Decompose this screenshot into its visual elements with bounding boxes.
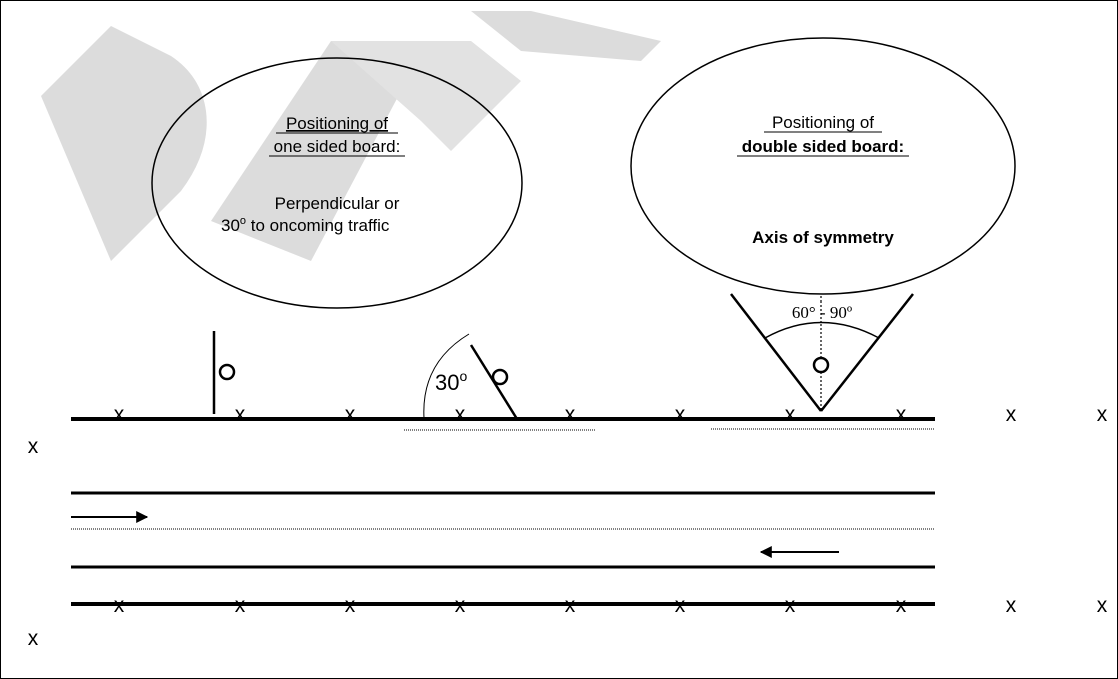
board-circle-icon bbox=[218, 363, 236, 381]
x-marker: x bbox=[565, 403, 576, 426]
one-sided-body-1: Perpendicular or bbox=[275, 194, 400, 213]
thirty-degree-board: 30o bbox=[423, 333, 519, 420]
x-marker: x bbox=[235, 594, 246, 617]
x-marker: x bbox=[896, 403, 907, 426]
x-marker: x bbox=[675, 403, 686, 426]
x-marker: x bbox=[455, 403, 466, 426]
x-marker: x bbox=[1006, 594, 1017, 617]
x-marker: x bbox=[28, 435, 39, 458]
x-marker: x bbox=[675, 594, 686, 617]
one-sided-board-bubble: Positioning of one sided board: Perpendi… bbox=[151, 57, 523, 309]
x-markers: x x x x x x x x x x x x x x x x x x x x … bbox=[28, 403, 1108, 650]
x-marker: x bbox=[235, 403, 246, 426]
x-marker: x bbox=[114, 403, 125, 426]
x-marker: x bbox=[1006, 403, 1017, 426]
v-angle-label: 60° - 90º bbox=[792, 303, 852, 322]
thirty-degree-label: 30o bbox=[435, 368, 467, 395]
x-marker: x bbox=[565, 594, 576, 617]
board-circle-icon bbox=[491, 368, 509, 386]
perpendicular-board bbox=[212, 331, 236, 414]
double-sided-heading-2: double sided board: bbox=[742, 137, 904, 156]
double-sided-heading-1: Positioning of bbox=[772, 113, 874, 132]
x-marker: x bbox=[1097, 594, 1108, 617]
thirty-degree-arc bbox=[423, 333, 470, 419]
one-sided-heading-2: one sided board: bbox=[274, 137, 401, 156]
x-marker: x bbox=[896, 594, 907, 617]
one-sided-body-2: 30o to oncoming traffic bbox=[221, 215, 390, 235]
x-marker: x bbox=[114, 594, 125, 617]
double-sided-board-bubble: Positioning of double sided board: Axis … bbox=[630, 37, 1016, 295]
board-circle-icon bbox=[812, 356, 830, 374]
one-sided-heading-1: Positioning of bbox=[286, 114, 388, 133]
x-marker: x bbox=[28, 627, 39, 650]
draft-watermark bbox=[41, 11, 661, 261]
x-marker: x bbox=[455, 594, 466, 617]
x-marker: x bbox=[785, 594, 796, 617]
road bbox=[71, 417, 935, 606]
x-marker: x bbox=[345, 594, 356, 617]
v-angle-arc bbox=[764, 321, 880, 339]
x-marker: x bbox=[785, 403, 796, 426]
x-marker: x bbox=[345, 403, 356, 426]
x-marker: x bbox=[1097, 403, 1108, 426]
axis-of-symmetry-label: Axis of symmetry bbox=[752, 228, 894, 247]
double-sided-v-board: 60° - 90º bbox=[730, 293, 914, 412]
